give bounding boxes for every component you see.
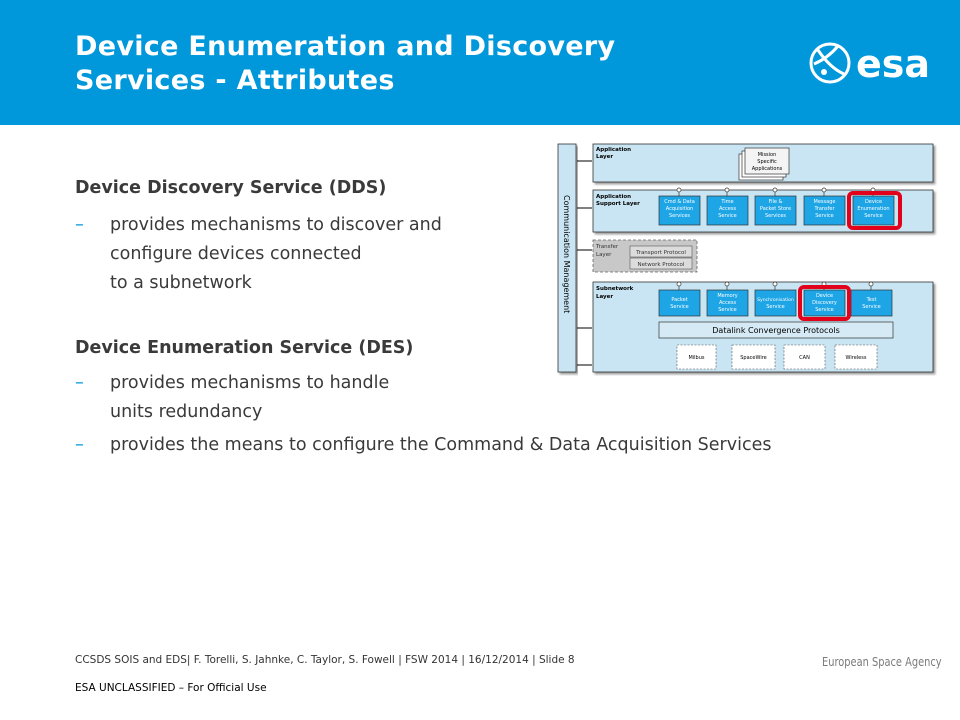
- test-service-line2: Service: [862, 304, 880, 310]
- subnetwork-layer-label-1: Subnetwork: [596, 286, 634, 292]
- slide-title-line1: Device Enumeration and Discovery: [75, 31, 616, 62]
- test-service-box: [850, 289, 893, 317]
- time-access-line1: Time: [720, 199, 733, 205]
- dds-bullet-line3: to a subnetwork: [110, 273, 252, 293]
- bullet-dash: –: [75, 215, 84, 235]
- memory-access-line1: Memory: [717, 293, 737, 299]
- application-layer-label-1: Application: [596, 147, 631, 153]
- milbus-box: [676, 344, 717, 370]
- file-packet-store-line3: Services: [765, 213, 786, 219]
- device-discovery-box: [803, 289, 846, 317]
- spacewire-box: [731, 344, 776, 370]
- esa-logo: esa: [809, 42, 930, 86]
- support-layer-label-1: Application: [596, 194, 631, 200]
- packet-service-line2: Service: [670, 304, 688, 310]
- dds-heading: Device Discovery Service (DDS): [75, 178, 387, 198]
- test-service-line1: Test: [866, 297, 877, 303]
- file-packet-store-line2: Packet Store: [760, 206, 791, 212]
- wireless-box: [834, 344, 878, 370]
- cmd-data-acq-line2: Acquisition: [666, 206, 693, 212]
- transport-protocol-box: [629, 245, 693, 258]
- esa-logo-text: esa: [856, 42, 930, 86]
- device-enumeration-line2: Enumeration: [857, 206, 889, 212]
- file-packet-store-box: [754, 195, 797, 226]
- des-bullet1-line2: units redundancy: [110, 402, 263, 422]
- dds-bullet-line2: configure devices connected: [110, 244, 362, 264]
- synchronisation-line1: Synchronisation: [757, 297, 794, 303]
- footer-citation: CCSDS SOIS and EDS| F. Torelli, S. Jahnk…: [75, 654, 575, 666]
- message-transfer-line3: Service: [815, 213, 833, 219]
- transport-protocol-label: Transport Protocol: [635, 250, 686, 256]
- dds-highlight: [798, 285, 851, 321]
- datalink-box: [658, 321, 894, 339]
- mission-apps-line2: Specific: [757, 159, 777, 165]
- des-highlight: [847, 191, 902, 230]
- message-transfer-line2: Transfer: [813, 206, 835, 212]
- arrows: [577, 160, 592, 366]
- transfer-layer-label-1: Transfer: [595, 244, 619, 250]
- synchronisation-box: [754, 289, 797, 317]
- can-label: CAN: [799, 355, 810, 361]
- message-transfer-box: [803, 195, 846, 226]
- time-access-box: [706, 195, 749, 226]
- network-protocol-label: Network Protocol: [638, 262, 685, 268]
- comm-mgmt-bar: [557, 143, 577, 373]
- time-access-line3: Service: [718, 213, 736, 219]
- mission-apps-box: [744, 147, 790, 175]
- sois-architecture-diagram: Communication Management Application Lay…: [557, 143, 934, 373]
- cmd-data-acq-box: [658, 195, 701, 226]
- device-discovery-line2: Discovery: [812, 300, 837, 306]
- device-enumeration-line3: Service: [864, 213, 882, 219]
- footer-classification: ESA UNCLASSIFIED – For Official Use: [75, 682, 267, 694]
- application-layer-label-2: Layer: [596, 154, 613, 160]
- device-enumeration-line1: Device: [865, 199, 882, 205]
- slide-title-line2: Services - Attributes: [75, 65, 395, 96]
- packet-service-line1: Packet: [671, 297, 687, 303]
- memory-access-line3: Service: [718, 307, 736, 313]
- mission-apps-line1: Mission: [758, 152, 777, 158]
- can-box: [783, 344, 826, 370]
- header-bar: [0, 0, 960, 125]
- device-enumeration-box: [852, 195, 895, 226]
- memory-access-line2: Access: [719, 300, 737, 306]
- mission-apps-line3: Applications: [752, 166, 783, 172]
- footer-agency: European Space Agency: [822, 655, 942, 669]
- network-protocol-box: [629, 257, 693, 270]
- slide-title: Device Enumeration and Discovery Service…: [75, 30, 755, 98]
- subnetwork-layer-label-2: Layer: [596, 294, 613, 300]
- support-layer-label-2: Support Layer: [596, 201, 640, 207]
- cmd-data-acq-line1: Cmd & Data: [664, 199, 695, 205]
- file-packet-store-line1: File &: [769, 199, 783, 205]
- des-bullet1-line1: provides mechanisms to handle: [110, 373, 390, 393]
- packet-service-box: [658, 289, 701, 317]
- wireless-label: Wireless: [846, 355, 867, 361]
- comm-mgmt-label: Communication Management: [562, 195, 571, 313]
- datalink-label: Datalink Convergence Protocols: [712, 326, 840, 335]
- message-transfer-line1: Message: [814, 199, 836, 205]
- dds-bullet-line1: provides mechanisms to discover and: [110, 215, 442, 235]
- transfer-layer-label-2: Layer: [596, 252, 612, 258]
- spacewire-label: SpaceWire: [740, 355, 766, 361]
- des-heading: Device Enumeration Service (DES): [75, 338, 414, 358]
- synchronisation-line2: Service: [766, 304, 784, 310]
- bullet-dash: –: [75, 373, 84, 393]
- cmd-data-acq-line3: Services: [669, 213, 690, 219]
- device-discovery-line1: Device: [816, 293, 833, 299]
- device-discovery-line3: Service: [815, 307, 833, 313]
- bullet-dash: –: [75, 435, 84, 455]
- esa-logo-globe-icon: [809, 42, 851, 84]
- memory-access-box: [706, 289, 749, 317]
- des-bullet2-text: provides the means to configure the Comm…: [110, 435, 772, 455]
- time-access-line2: Access: [719, 206, 737, 212]
- milbus-label: Milbus: [688, 355, 704, 361]
